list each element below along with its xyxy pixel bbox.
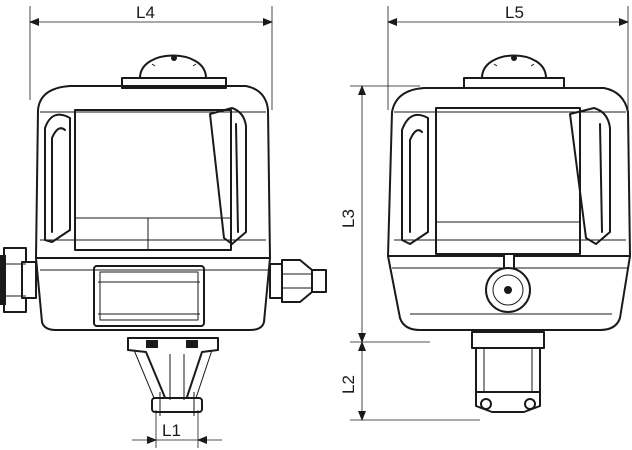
dimension-label-l3: L3: [339, 209, 358, 228]
housing-left: [35, 85, 271, 331]
cable-gland-right: [269, 259, 327, 303]
dimension-label-l2: L2: [339, 375, 358, 394]
side-view: [0, 54, 327, 416]
cable-gland-left: [0, 247, 37, 313]
dimension-l2: L2: [339, 341, 480, 421]
indicator-dome-left: [121, 54, 227, 89]
dimension-l3: L3: [339, 85, 430, 343]
dimension-l1: L1: [132, 410, 222, 448]
front-view: [387, 54, 631, 413]
dimension-l4: L4: [29, 3, 273, 110]
dimension-label-l4: L4: [136, 3, 155, 22]
dimension-l5: L5: [387, 3, 629, 110]
mounting-bracket-left: [127, 337, 219, 416]
housing-right: [387, 87, 631, 331]
indicator-dome-right: [463, 54, 565, 89]
dimension-label-l1: L1: [162, 421, 181, 440]
mounting-bracket-right: [471, 331, 545, 413]
dimension-label-l5: L5: [505, 3, 524, 22]
